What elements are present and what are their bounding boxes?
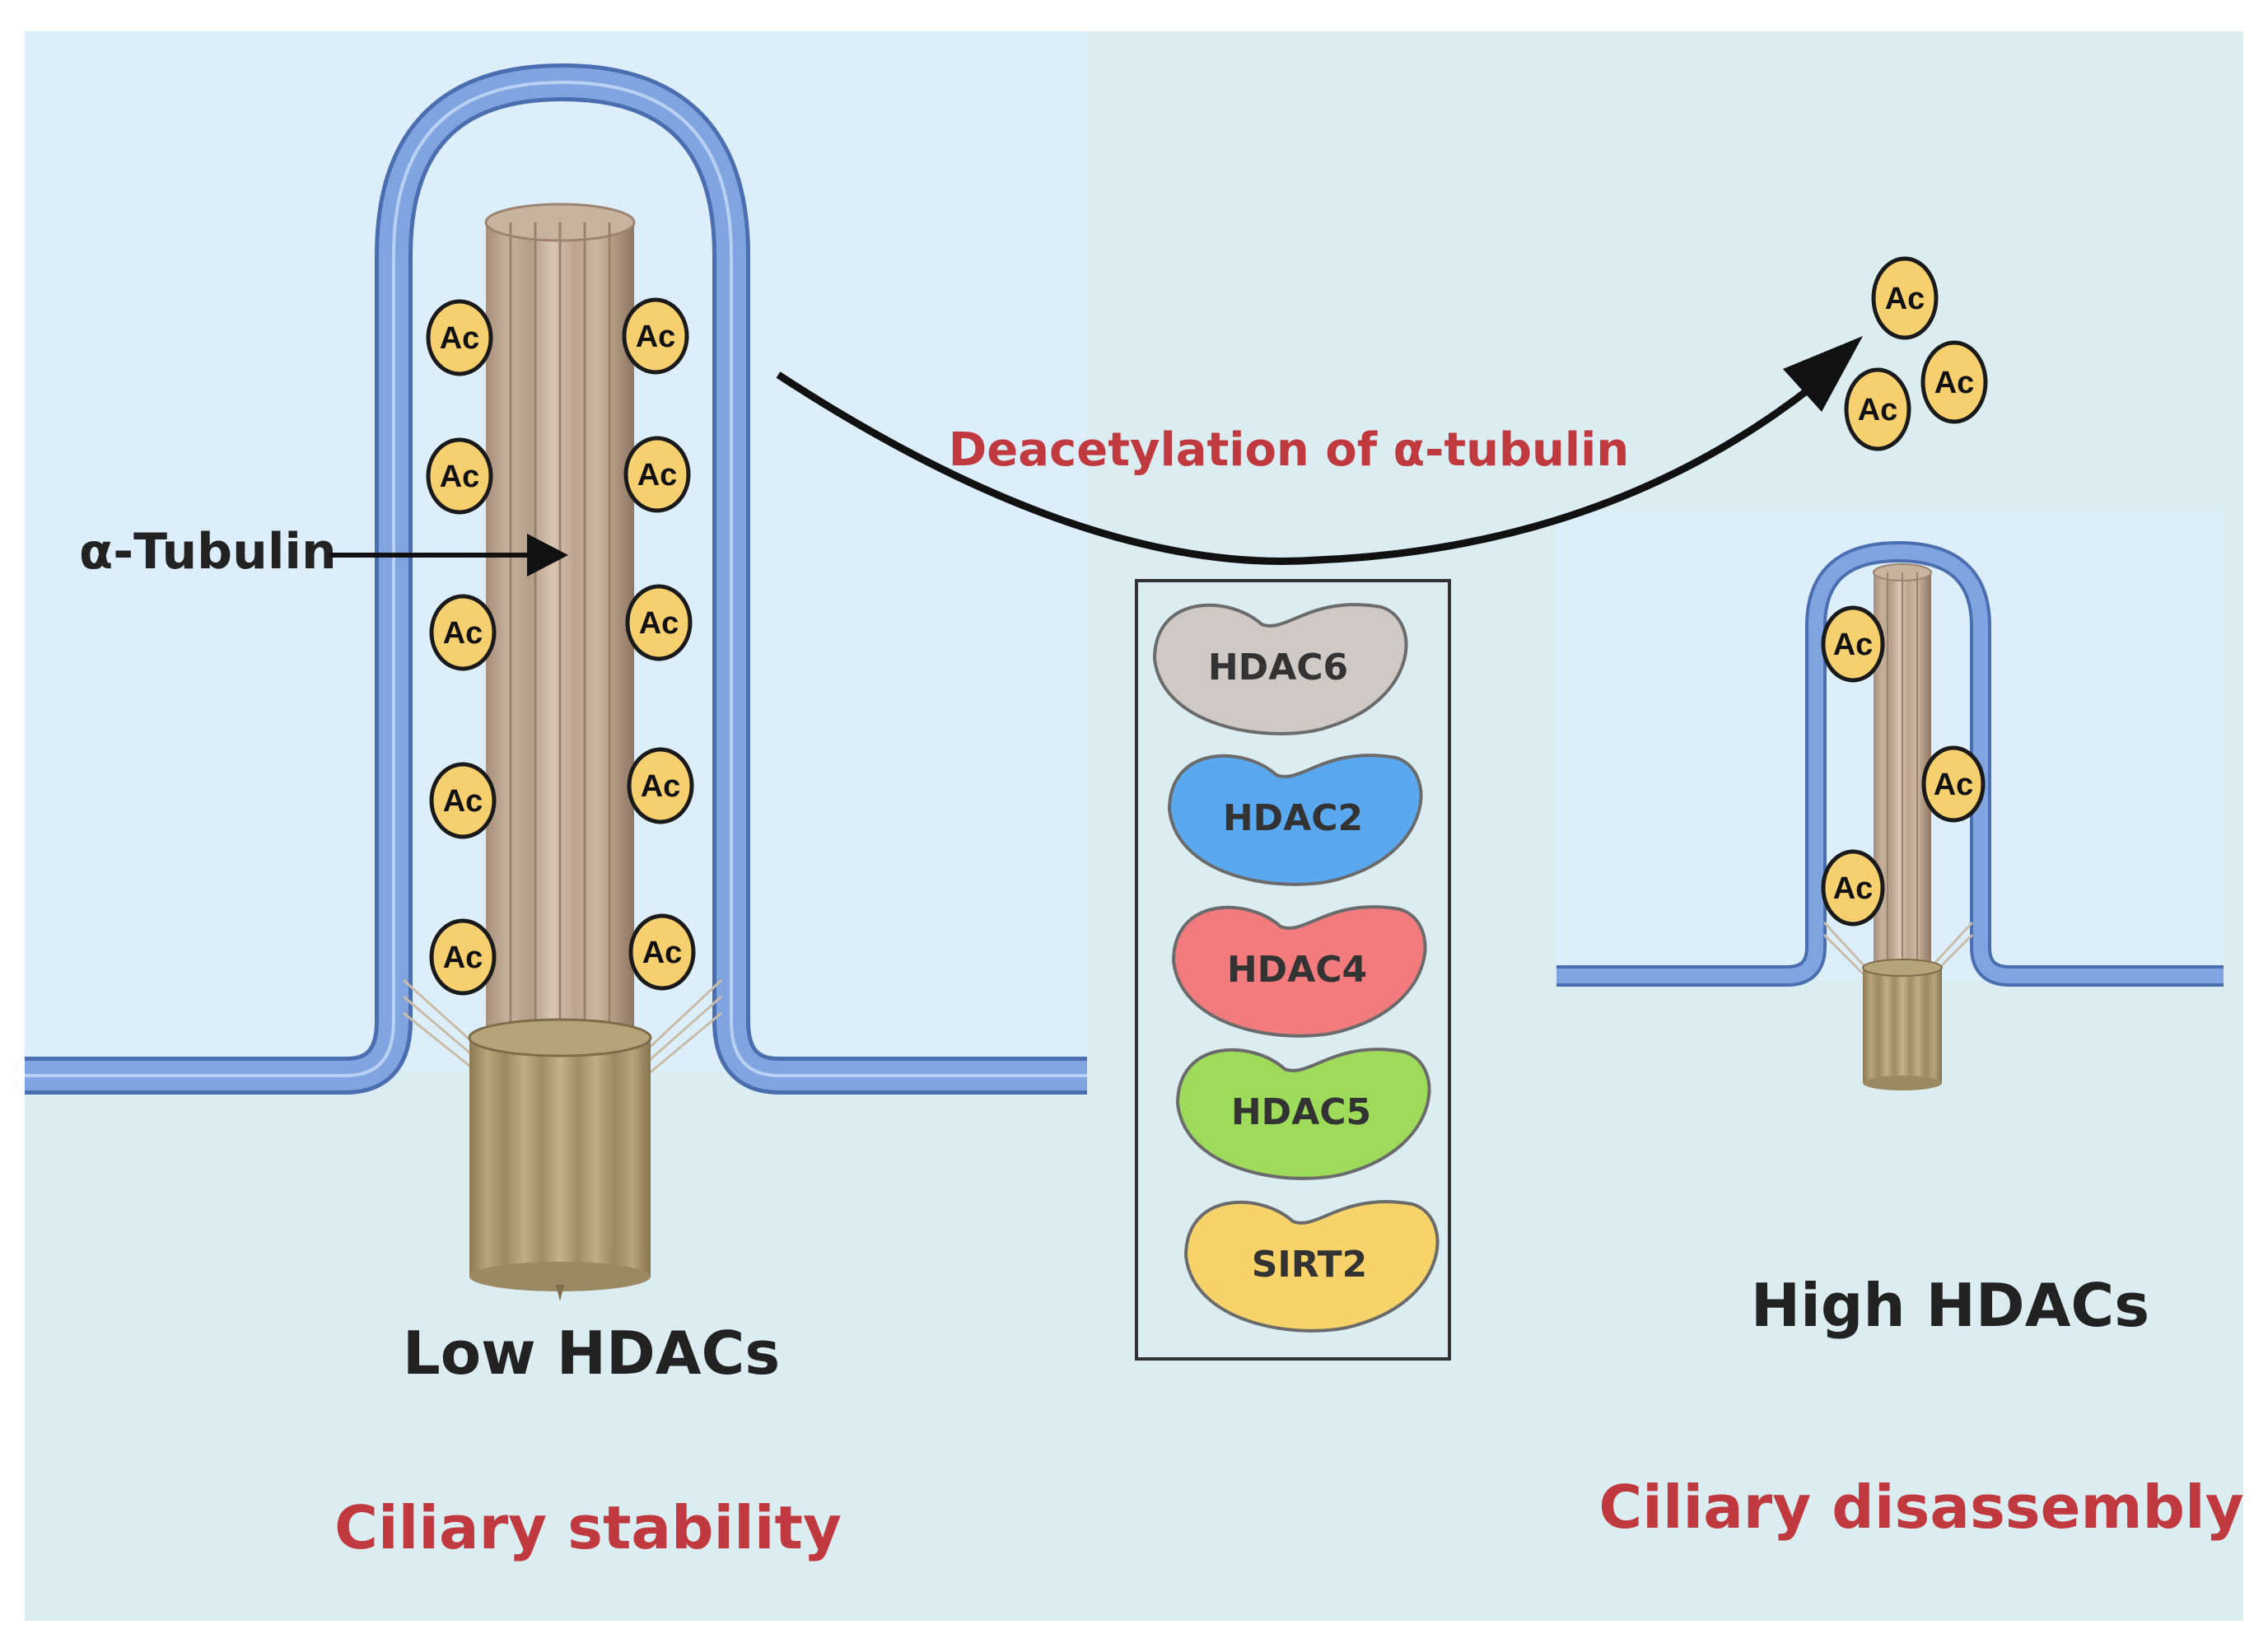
enzyme-label: HDAC6 (1208, 647, 1348, 689)
svg-text:Ac: Ac (443, 941, 483, 975)
left-cilium (25, 63, 1087, 1301)
ac-marker: Ac (429, 918, 497, 996)
left-ac-markers: Ac Ac Ac Ac Ac Ac Ac Ac Ac Ac (426, 297, 696, 996)
svg-text:Ac: Ac (637, 458, 678, 493)
right-cilium (1556, 541, 2224, 1090)
low-hdacs-label: Low HDACs (403, 1319, 780, 1388)
enzyme-sirt2: SIRT2 (1183, 1200, 1440, 1333)
svg-text:Ac: Ac (642, 936, 683, 970)
svg-text:Ac: Ac (639, 606, 679, 641)
right-ac-markers: Ac Ac Ac (1821, 605, 1986, 927)
high-hdacs-label: High HDACs (1751, 1271, 2149, 1340)
svg-text:Ac: Ac (641, 769, 681, 804)
ac-marker: Ac (1821, 605, 1885, 683)
deacetylation-arrow (776, 371, 1814, 566)
svg-text:Ac: Ac (1934, 366, 1975, 400)
enzyme-label: HDAC4 (1227, 949, 1367, 991)
enzyme-hdac4: HDAC4 (1171, 905, 1427, 1038)
svg-text:Ac: Ac (443, 784, 483, 819)
enzyme-shape (1175, 1048, 1431, 1180)
ac-marker: Ac (1921, 745, 1986, 823)
ac-marker: Ac (429, 594, 497, 671)
deacetylation-arrowhead (1783, 336, 1863, 412)
enzyme-hdac2: HDAC2 (1167, 754, 1423, 886)
ac-marker: Ac (625, 584, 693, 661)
enzyme-label: SIRT2 (1252, 1244, 1368, 1286)
enzyme-shape (1183, 1200, 1440, 1333)
svg-text:Ac: Ac (636, 320, 676, 354)
process-label: Deacetylation of α-tubulin (949, 423, 1629, 477)
ac-marker: Ac (627, 747, 694, 824)
ac-marker: Ac (426, 299, 493, 376)
released-ac-markers: Ac Ac Ac (1844, 256, 1988, 451)
ac-marker: Ac (628, 913, 696, 991)
ac-marker: Ac (429, 762, 497, 839)
svg-text:Ac: Ac (1858, 393, 1898, 427)
svg-text:Ac: Ac (1833, 628, 1874, 662)
enzyme-shape (1171, 905, 1427, 1038)
ac-marker: Ac (1871, 256, 1939, 340)
ac-marker: Ac (1844, 367, 1911, 451)
enzyme-label: HDAC2 (1223, 797, 1363, 839)
enzyme-box (1135, 579, 1451, 1361)
left-basal-body (469, 1038, 651, 1277)
ac-marker: Ac (623, 436, 691, 513)
ac-marker: Ac (1920, 340, 1988, 424)
ac-marker: Ac (1821, 849, 1885, 927)
tubulin-label: α-Tubulin (79, 523, 337, 581)
enzyme-shape (1167, 754, 1423, 886)
svg-text:Ac: Ac (443, 616, 483, 651)
svg-text:Ac: Ac (440, 321, 480, 356)
ciliary-disassembly-label: Ciliary disassembly (1598, 1473, 2243, 1542)
enzyme-hdac5: HDAC5 (1175, 1048, 1431, 1180)
svg-text:Ac: Ac (1833, 871, 1874, 906)
svg-text:Ac: Ac (1934, 768, 1974, 802)
ac-marker: Ac (622, 297, 689, 375)
enzyme-label: HDAC5 (1231, 1091, 1371, 1133)
ciliary-stability-label: Ciliary stability (334, 1493, 842, 1562)
enzyme-hdac6: HDAC6 (1152, 603, 1408, 735)
left-transition-fibers (402, 978, 723, 1081)
ac-marker: Ac (426, 437, 493, 515)
svg-text:Ac: Ac (440, 460, 480, 494)
enzyme-shape (1152, 603, 1408, 735)
tubulin-arrowhead (527, 534, 568, 577)
right-basal-body (1863, 968, 1942, 1083)
svg-text:Ac: Ac (1885, 282, 1925, 316)
